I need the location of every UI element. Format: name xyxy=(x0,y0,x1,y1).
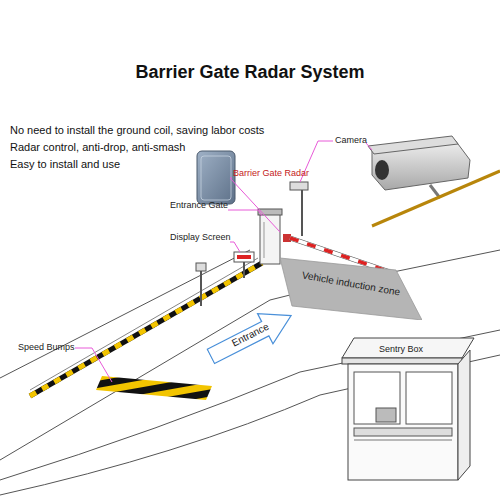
sentry-monitor xyxy=(376,408,396,422)
feature-note: No need to install the ground coil, savi… xyxy=(10,124,264,136)
curb-line xyxy=(30,258,258,390)
sentry-wall-line xyxy=(354,440,452,441)
feature-note: Radar control, anti-drop, anti-smash xyxy=(10,141,185,153)
leader-line xyxy=(75,348,112,382)
pole-camera xyxy=(290,182,308,190)
light-post xyxy=(200,270,202,306)
sentry-side xyxy=(458,350,470,480)
gate-detail xyxy=(264,222,265,258)
leader-line xyxy=(228,210,262,216)
sentry-window xyxy=(406,372,452,424)
callout-label: Speed Bumps xyxy=(18,342,75,352)
camera-pole xyxy=(301,188,303,236)
camera-lens xyxy=(375,160,389,180)
screen-post xyxy=(243,262,245,278)
sentry-body xyxy=(348,364,458,480)
speed-bump xyxy=(96,376,212,400)
radar-unit xyxy=(283,234,291,242)
callout-label: Barrier Gate Radar xyxy=(233,168,309,178)
callout-label: Entrance Gate xyxy=(170,200,228,210)
sentry-box-outline xyxy=(340,336,476,482)
sentry-roof-edge xyxy=(342,358,462,364)
sentry-box-text: Sentry Box xyxy=(340,344,462,354)
display-screen-face xyxy=(237,255,251,259)
sentry-box: Sentry Box xyxy=(340,336,476,482)
light-head xyxy=(196,263,206,271)
induction-zone: Vehicle induction zone xyxy=(280,254,422,320)
diagram-title: Barrier Gate Radar System xyxy=(0,62,500,83)
sentry-window xyxy=(354,372,400,424)
zoom-line xyxy=(372,171,500,226)
island-edge xyxy=(0,330,500,480)
leader-line xyxy=(230,242,240,252)
curb-stripe xyxy=(30,263,262,396)
road-edge xyxy=(0,300,270,460)
entrance-arrow: Entrance xyxy=(202,299,300,373)
island-edge xyxy=(0,355,500,495)
zone-shape xyxy=(280,258,422,320)
radar-device-face xyxy=(201,156,231,200)
feature-note: Easy to install and use xyxy=(10,158,120,170)
callout-label: Camera xyxy=(335,135,367,145)
sentry-desk xyxy=(354,428,452,436)
camera-hood xyxy=(368,136,458,154)
arrow-shape xyxy=(203,300,299,371)
entrance-arrow-text: Entrance xyxy=(207,309,294,361)
curb-stripe xyxy=(30,263,262,396)
leader-line xyxy=(230,178,280,232)
callout-label: Display Screen xyxy=(170,232,231,242)
display-screen xyxy=(234,252,254,262)
